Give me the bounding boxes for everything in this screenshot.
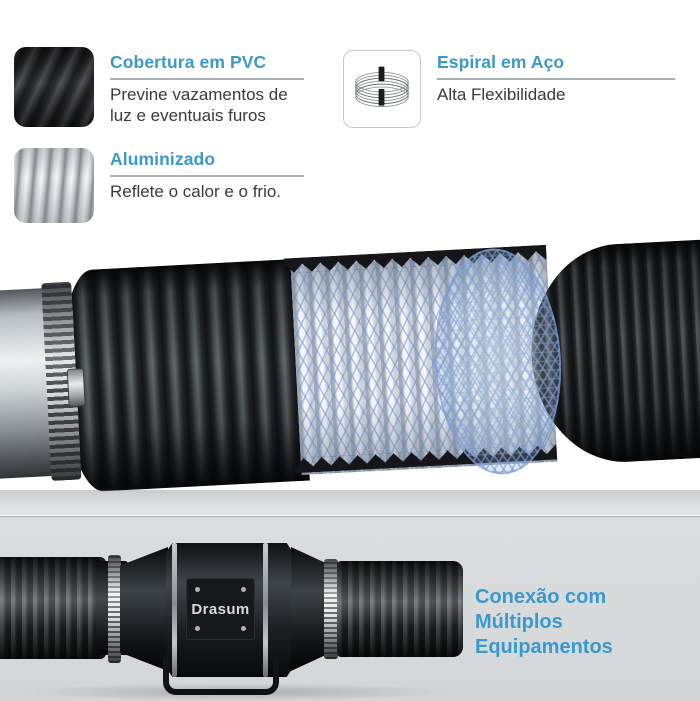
mounting-strap-left — [172, 543, 177, 677]
nameplate-screw-icon — [241, 587, 246, 592]
connection-label: Conexão com Múltiplos Equipamentos — [475, 585, 695, 660]
duct-ground-shadow — [0, 490, 700, 518]
fan-inlet-cone — [120, 547, 168, 671]
flexible-duct-left — [0, 557, 106, 659]
fan-nameplate: Drasum — [186, 578, 255, 640]
fan-connection-panel: Drasum Conexão com Múltiplos Equipamento… — [0, 516, 700, 701]
nameplate-screw-icon — [195, 626, 200, 631]
aluminized-texture-thumbnail — [14, 148, 94, 223]
fan-mounting-bracket — [163, 657, 279, 695]
duct-pvc-cover-left — [56, 258, 310, 494]
metal-clamp-right — [324, 559, 338, 659]
feature-pvc: Cobertura em PVC Previne vazamentos de l… — [110, 52, 310, 126]
feature-title-pvc: Cobertura em PVC — [110, 52, 267, 72]
divider — [437, 78, 675, 80]
fan-outlet-cone — [291, 547, 326, 671]
fan-shadow — [10, 683, 460, 701]
duct-metal-collar — [0, 281, 85, 481]
feature-description-steel: Alta Flexibilidade — [437, 85, 566, 104]
floor-reflection — [0, 486, 700, 515]
brand-label: Drasum — [191, 600, 250, 618]
divider — [110, 78, 304, 80]
duct-assembly — [0, 238, 700, 503]
connection-label-line2: Equipamentos — [475, 636, 613, 658]
feature-steel: Espiral em Aço Alta Flexibilidade — [437, 52, 682, 105]
hose-clamp-screw — [67, 368, 85, 406]
mounting-strap-right — [263, 543, 268, 677]
divider — [110, 175, 304, 177]
feature-description-aluminized: Reflete o calor e o frio. — [110, 182, 282, 201]
steel-spiral-ring-icon — [355, 66, 409, 108]
metal-clamp-left — [108, 555, 121, 663]
connection-label-line1: Conexão com Múltiplos — [475, 586, 607, 633]
duct-cutaway-image — [0, 238, 700, 520]
nameplate-screw-icon — [195, 587, 200, 592]
feature-title-aluminized: Aluminizado — [110, 149, 216, 169]
flexible-duct-right — [337, 561, 463, 657]
feature-title-steel: Espiral em Aço — [437, 52, 565, 72]
feature-description-pvc: Previne vazamentos de luz e eventuais fu… — [110, 85, 288, 125]
feature-aluminized: Aluminizado Reflete o calor e o frio. — [110, 149, 320, 202]
nameplate-screw-icon — [241, 626, 246, 631]
steel-spiral-thumbnail — [343, 50, 421, 128]
pvc-texture-thumbnail — [14, 47, 94, 127]
